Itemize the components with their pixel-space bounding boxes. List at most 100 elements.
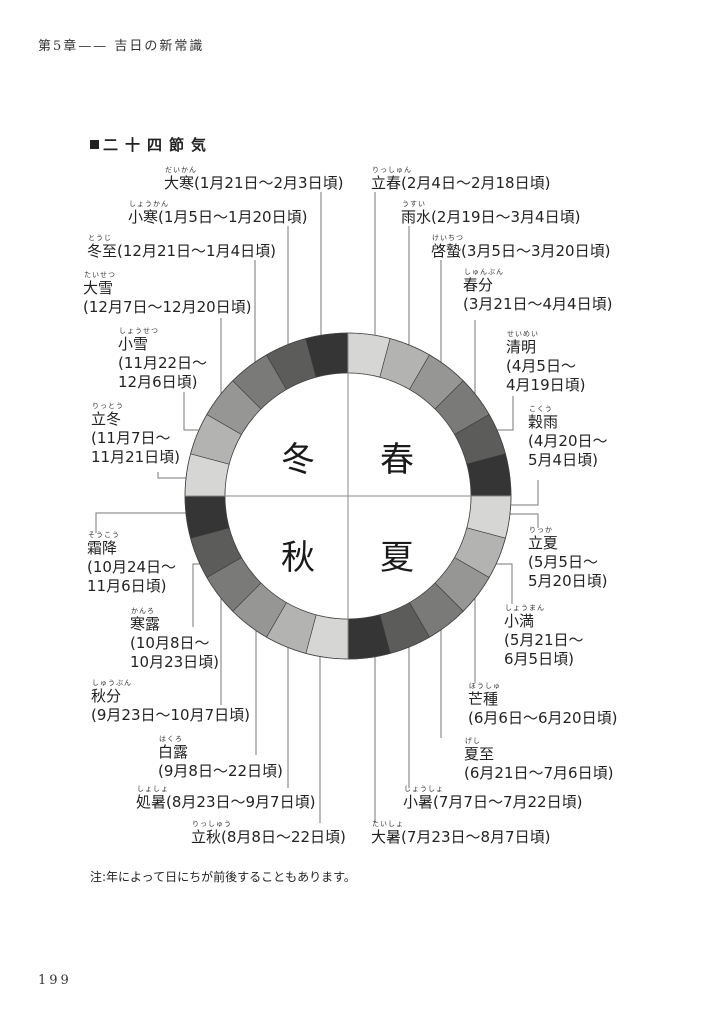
solar-term-label: うすい雨水(2月19日〜3月4日頃)	[401, 200, 580, 227]
label-line: (12月7日〜12月20日頃)	[83, 298, 252, 316]
label-line: 立夏	[528, 534, 559, 552]
furigana: しゅんぶん	[464, 268, 504, 276]
label-line: 白露	[158, 743, 189, 761]
label-line: (11月7日〜	[91, 429, 171, 447]
furigana: りっしゅう	[192, 820, 232, 828]
solar-term-label: しょうまん小満(5月21日〜6月5日頃)	[504, 604, 583, 669]
label-line: 秋分	[91, 687, 122, 705]
label-line: 11月21日頃)	[91, 448, 181, 466]
label-line: 大雪	[83, 279, 114, 297]
furigana: こくう	[529, 405, 553, 413]
label-line: 小寒(1月5日〜1月20日頃)	[128, 208, 308, 226]
label-line: (4月20日〜	[528, 432, 608, 450]
label-line: (6月21日〜7月6日頃)	[464, 764, 614, 782]
solar-term-label: しゅうぶん秋分(9月23日〜10月7日頃)	[91, 679, 250, 725]
label-line: 清明	[506, 338, 537, 356]
furigana: りっとう	[92, 402, 124, 410]
label-line: 5月20日頃)	[528, 572, 608, 590]
furigana: だいかん	[165, 166, 197, 174]
label-line: 大寒(1月21日〜2月3日頃)	[164, 174, 344, 192]
label-line: (11月22日〜	[118, 354, 208, 372]
solar-term-label: しょうしょ小暑(7月7日〜7月22日頃)	[403, 785, 582, 812]
season-label: 夏	[380, 538, 414, 578]
label-line: 穀雨	[528, 413, 559, 431]
furigana: しょうしょ	[404, 785, 444, 793]
season-label: 秋	[281, 538, 315, 578]
label-line: 小満	[504, 612, 535, 630]
label-line: 冬至(12月21日〜1月4日頃)	[87, 242, 276, 260]
solar-term-label: りっしゅう立秋(8月8日〜22日頃)	[191, 820, 346, 847]
label-line: 立春(2月4日〜2月18日頃)	[371, 174, 551, 192]
solar-term-label: たいせつ大雪(12月7日〜12月20日頃)	[83, 271, 252, 317]
furigana: せいめい	[507, 330, 539, 338]
section-title: 二十四節気	[90, 134, 213, 155]
furigana: しょうかん	[129, 200, 169, 208]
solar-term-label: けいちつ啓蟄(3月5日〜3月20日頃)	[431, 234, 610, 261]
furigana: しょしょ	[137, 785, 169, 793]
leader-line	[157, 472, 195, 479]
leader-line	[490, 396, 514, 431]
furigana: りっしゅん	[372, 166, 412, 174]
label-line: 小雪	[118, 335, 149, 353]
label-line: 立冬	[91, 410, 122, 428]
label-line: 5月4日頃)	[528, 451, 598, 469]
label-line: (9月8日〜22日頃)	[158, 762, 283, 780]
solar-term-label: そうこう霜降(10月24日〜11月6日頃)	[87, 531, 176, 596]
furigana: たいせつ	[84, 271, 116, 279]
label-line: 6月5日頃)	[504, 650, 574, 668]
footnote: 注:年によって日にちが前後することもあります。	[90, 870, 356, 884]
solar-term-label: とうじ冬至(12月21日〜1月4日頃)	[87, 234, 276, 261]
furigana: うすい	[402, 200, 426, 208]
solar-term-label: こくう穀雨(4月20日〜5月4日頃)	[528, 405, 607, 470]
leader-line	[183, 392, 205, 431]
solar-term-label: りっしゅん立春(2月4日〜2月18日頃)	[371, 166, 550, 193]
label-line: 夏至	[464, 745, 495, 763]
leader-line	[503, 513, 539, 528]
solar-term-label: りっとう立冬(11月7日〜11月21日頃)	[91, 402, 180, 467]
label-line: (3月21日〜4月4日頃)	[463, 295, 613, 313]
label-line: 大暑(7月23日〜8月7日頃)	[371, 828, 551, 846]
furigana: しょうまん	[505, 604, 545, 612]
label-line: 11月6日頃)	[87, 577, 167, 595]
solar-term-label: しょしょ処暑(8月23日〜9月7日頃)	[136, 785, 315, 812]
leader-line	[492, 563, 513, 604]
label-line: 10月23日頃)	[130, 653, 220, 671]
label-line: 啓蟄(3月5日〜3月20日頃)	[431, 242, 611, 260]
label-line: (5月21日〜	[504, 631, 584, 649]
solar-term-label: たいしょ大暑(7月23日〜8月7日頃)	[371, 820, 550, 847]
label-line: 処暑(8月23日〜9月7日頃)	[136, 793, 316, 811]
furigana: たいしょ	[372, 820, 404, 828]
label-line: (6月6日〜6月20日頃)	[468, 709, 618, 727]
square-bullet-icon	[90, 140, 99, 149]
solar-term-label: せいめい清明(4月5日〜4月19日頃)	[506, 330, 585, 395]
label-line: (4月5日〜	[506, 357, 576, 375]
furigana: とうじ	[88, 234, 112, 242]
label-line: (5月5日〜	[528, 553, 598, 571]
furigana: りっか	[529, 526, 553, 534]
label-line: 立秋(8月8日〜22日頃)	[191, 828, 346, 846]
label-line: (10月24日〜	[87, 558, 177, 576]
furigana: かんろ	[131, 607, 155, 615]
label-line: 雨水(2月19日〜3月4日頃)	[401, 208, 581, 226]
solar-term-label: かんろ寒露(10月8日〜10月23日頃)	[130, 607, 219, 672]
label-line: (9月23日〜10月7日頃)	[91, 706, 250, 724]
section-title-text: 二十四節気	[103, 136, 214, 154]
furigana: しょうせつ	[119, 327, 159, 335]
solar-term-label: げし夏至(6月21日〜7月6日頃)	[464, 737, 613, 783]
label-line: 春分	[463, 276, 494, 294]
season-label: 春	[380, 440, 414, 480]
label-line: 小暑(7月7日〜7月22日頃)	[403, 793, 583, 811]
furigana: しゅうぶん	[92, 679, 132, 687]
solar-term-label: しゅんぶん春分(3月21日〜4月4日頃)	[463, 268, 612, 314]
solar-term-label: しょうせつ小雪(11月22日〜12月6日頃)	[118, 327, 207, 392]
leader-line	[500, 480, 539, 506]
running-head: 第5章—— 吉日の新常識	[38, 39, 205, 54]
solar-term-label: はくろ白露(9月8日〜22日頃)	[158, 735, 283, 781]
furigana: ぼうしゅ	[469, 682, 501, 690]
label-line: 芒種	[468, 690, 499, 708]
leader-line	[95, 512, 200, 533]
furigana: げし	[465, 737, 481, 745]
furigana: はくろ	[159, 735, 183, 743]
solar-term-label: だいかん大寒(1月21日〜2月3日頃)	[164, 166, 343, 193]
